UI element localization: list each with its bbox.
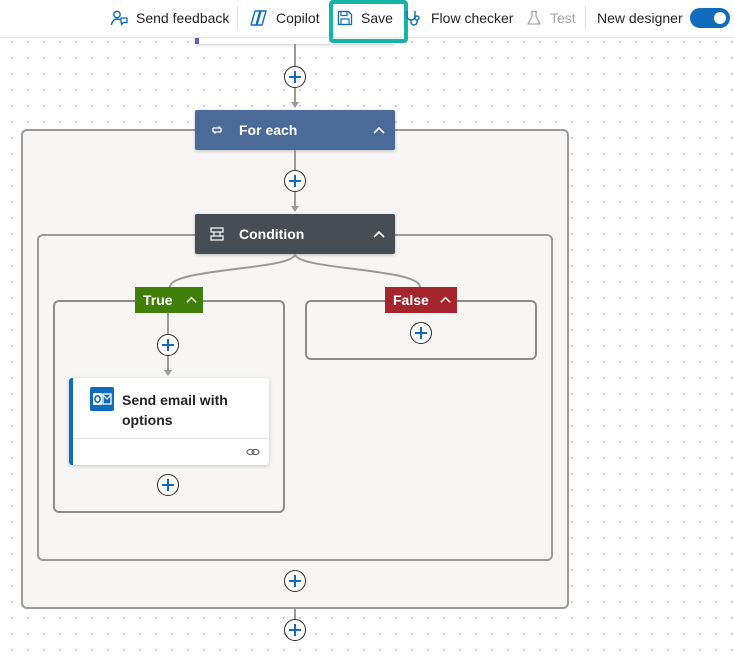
new-designer-label-wrap: New designer [597,0,683,36]
connector-arrow [164,370,172,376]
true-branch-label[interactable]: True [135,287,203,313]
add-step-button[interactable] [157,474,179,496]
connector-line [294,44,296,66]
previous-action-card[interactable] [195,35,395,44]
add-step-button[interactable] [284,619,306,641]
add-step-button[interactable] [157,334,179,356]
new-designer-label: New designer [597,10,683,26]
connector-arrow [291,102,299,108]
loop-icon [212,126,222,134]
add-step-button[interactable] [284,570,306,592]
send-email-action-card[interactable]: Send email with options [69,378,269,465]
for-each-label: For each [239,122,298,138]
person-feedback-icon [110,10,128,27]
connector-line [294,150,296,170]
previous-card-accent [195,35,199,44]
send-feedback-label: Send feedback [136,10,230,26]
connector-line [167,356,169,370]
condition-card[interactable]: Condition [195,214,395,254]
test-button[interactable]: Test [526,0,576,36]
false-branch-label[interactable]: False [385,287,457,313]
branch-connectors [169,254,421,288]
save-button[interactable]: Save [337,0,393,36]
toolbar-divider [585,6,586,30]
copilot-icon [250,10,267,26]
stethoscope-icon [406,11,420,26]
beaker-icon [527,10,541,25]
card-footer-divider [73,438,269,439]
card-accent-bar [69,378,73,465]
toggle-knob [714,12,726,24]
for-each-card[interactable]: For each [195,110,395,150]
false-label-text: False [393,292,429,308]
flow-checker-label: Flow checker [431,10,514,26]
copilot-button[interactable]: Copilot [249,0,320,36]
save-label: Save [361,10,393,26]
test-label: Test [550,10,576,26]
new-designer-toggle[interactable] [690,8,730,28]
condition-icon [210,227,224,241]
add-step-button[interactable] [284,66,306,88]
connector-line [294,192,296,206]
condition-label: Condition [239,226,305,242]
link-icon [246,448,260,456]
connector-line [294,88,296,102]
add-step-button[interactable] [284,170,306,192]
outlook-icon [90,387,114,411]
send-feedback-button[interactable]: Send feedback [110,0,229,36]
command-bar: Send feedback Copilot Save Flow checker … [0,0,734,43]
save-icon [337,10,353,26]
send-email-label: Send email with options [122,392,228,428]
true-label-text: True [143,292,173,308]
copilot-label: Copilot [276,10,320,26]
chevron-up-icon[interactable] [439,293,452,306]
toolbar-divider [237,6,238,30]
chevron-up-icon[interactable] [372,227,386,241]
chevron-up-icon[interactable] [372,123,386,137]
connector-arrow [291,206,299,212]
add-step-button[interactable] [410,322,432,344]
connector-line [294,609,296,619]
connector-line [167,313,169,334]
chevron-up-icon[interactable] [185,293,198,306]
flow-checker-button[interactable]: Flow checker [405,0,513,36]
